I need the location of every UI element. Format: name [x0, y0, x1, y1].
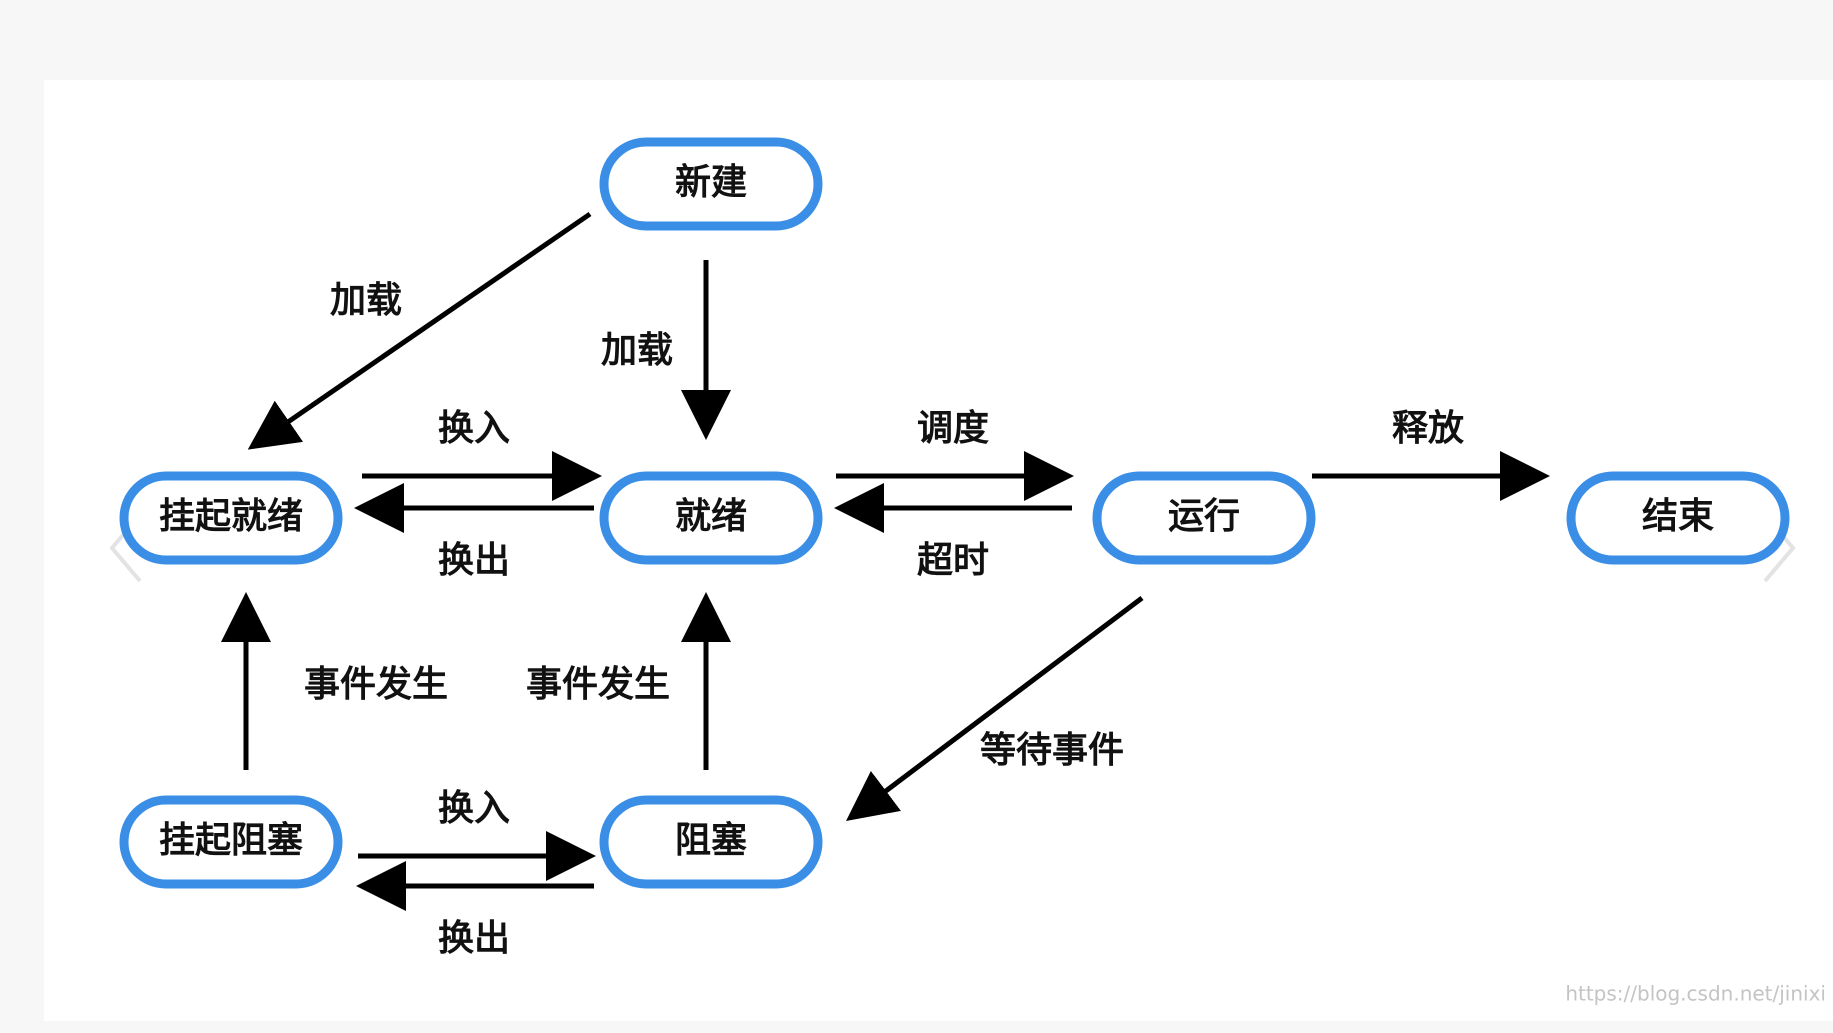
edge-label-running-to-ready: 超时	[917, 540, 989, 581]
node-blocked: 阻塞	[599, 795, 823, 889]
node-suspend-blocked-label: 挂起阻塞	[159, 820, 303, 861]
node-ready-label: 就绪	[675, 496, 747, 537]
edge-running-to-blocked	[846, 596, 1144, 822]
node-suspend-blocked: 挂起阻塞	[119, 795, 343, 889]
node-running: 运行	[1092, 471, 1316, 565]
edge-label-new-to-suspend-ready: 加载	[330, 280, 402, 321]
diagram-canvas	[44, 80, 1833, 1021]
edge-label-suspend-ready-to-ready: 换入	[438, 408, 510, 449]
node-end-label: 结束	[1642, 496, 1714, 537]
node-running-label: 运行	[1168, 496, 1240, 537]
edge-label-suspend-blocked-to-blocked: 换入	[438, 788, 510, 829]
node-blocked-label: 阻塞	[675, 820, 747, 861]
edge-label-ready-to-suspend-ready: 换出	[438, 540, 510, 581]
node-suspend-ready-label: 挂起就绪	[159, 496, 303, 537]
edge-label-ready-to-running: 调度	[917, 408, 989, 449]
node-ready: 就绪	[599, 471, 823, 565]
edge-label-running-to-blocked: 等待事件	[980, 730, 1124, 771]
edge-new-to-suspend-ready	[247, 211, 592, 450]
edge-label-blocked-to-ready: 事件发生	[526, 664, 670, 705]
node-end: 结束	[1566, 471, 1790, 565]
edge-label-blocked-to-suspend-blocked: 换出	[438, 918, 510, 959]
node-new-label: 新建	[675, 162, 747, 203]
edge-label-new-to-ready: 加载	[601, 330, 673, 371]
edge-label-running-to-end: 释放	[1392, 408, 1464, 449]
node-new: 新建	[599, 137, 823, 231]
edge-label-suspend-blocked-to-suspend-ready: 事件发生	[304, 664, 448, 705]
watermark-text: https://blog.csdn.net/jinixi	[1565, 982, 1826, 1006]
node-suspend-ready: 挂起就绪	[119, 471, 343, 565]
